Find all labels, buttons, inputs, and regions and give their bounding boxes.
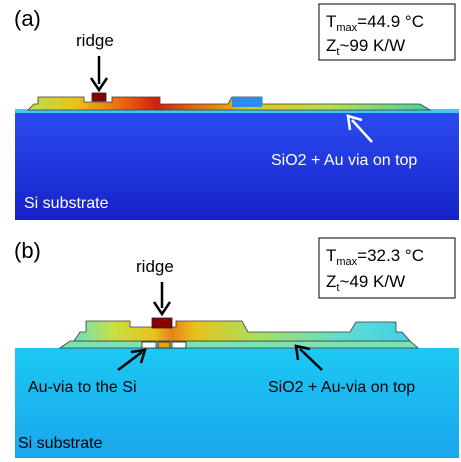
au-via-left <box>141 341 157 349</box>
substrate-label: Si substrate <box>18 435 103 452</box>
panel-a-figure: (a) ridge Tmax=44.9 °C Zt~99 K/W SiO2 + … <box>14 3 459 220</box>
oxide-arrow <box>299 348 323 371</box>
au-via-arrow <box>117 351 143 371</box>
ridge-label: ridge <box>136 257 174 276</box>
tmax-text: Tmax=44.9 °C <box>326 12 424 34</box>
au-via-arrow-head <box>130 348 147 364</box>
au-via-mid <box>157 341 171 349</box>
substrate <box>15 348 459 458</box>
zt-text: Zt~99 K/W <box>326 36 405 58</box>
panel-b: (b) ridge Tmax=32.3 °C Zt~49 K/W Au-via … <box>0 234 461 462</box>
right-pad <box>232 97 262 107</box>
substrate <box>15 112 459 220</box>
au-via-annotation: Au-via to the Si <box>28 379 137 396</box>
au-via-right <box>171 341 187 349</box>
panel-b-figure: (b) ridge Tmax=32.3 °C Zt~49 K/W Au-via … <box>14 237 459 458</box>
panel-label: (a) <box>14 6 41 31</box>
ridge-hotspot <box>91 92 107 102</box>
panel-a: (a) ridge Tmax=44.9 °C Zt~99 K/W SiO2 + … <box>0 0 461 228</box>
ridge-arrow-head <box>89 77 109 93</box>
device-base-layer <box>58 340 420 349</box>
ridge-arrow-head <box>152 301 172 317</box>
ridge-label: ridge <box>76 31 114 50</box>
oxide-arrow-head <box>346 114 363 131</box>
tmax-text: Tmax=32.3 °C <box>326 246 424 268</box>
oxide-arrow <box>351 119 373 143</box>
oxide-arrow-head <box>294 344 311 361</box>
oxide-annotation: SiO2 + Au via on top <box>271 152 417 169</box>
panel-label: (b) <box>14 238 41 263</box>
zt-text: Zt~49 K/W <box>326 272 405 294</box>
substrate-label: Si substrate <box>24 195 109 212</box>
oxide-layer <box>15 109 459 113</box>
device-structure <box>27 96 432 111</box>
info-box <box>318 3 456 61</box>
info-box <box>318 237 456 299</box>
ridge-hotspot <box>151 317 173 329</box>
device-structure <box>73 320 411 342</box>
oxide-annotation: SiO2 + Au-via on top <box>268 379 415 396</box>
